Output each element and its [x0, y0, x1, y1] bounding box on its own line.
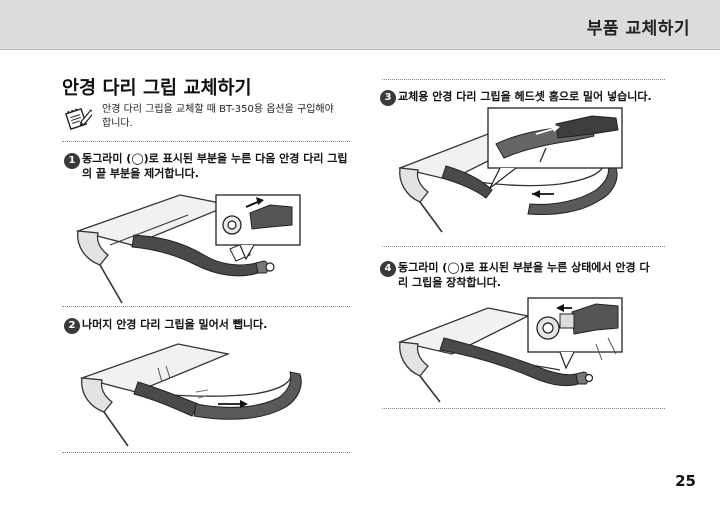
note-text-line-2: 합니다. — [102, 118, 133, 129]
step-1-number: 1 — [64, 153, 80, 169]
step-2-number: 2 — [64, 318, 80, 334]
step-1-illustration — [75, 194, 301, 304]
page-number: 25 — [675, 472, 696, 490]
step-4-text: 동그라미 (◯)로 표시된 부분을 누른 상태에서 안경 다 리 그립을 장착합… — [398, 260, 678, 290]
step-2-illustration — [79, 343, 302, 447]
divider — [62, 452, 350, 453]
step-3-number: 3 — [380, 90, 396, 106]
page-header-title: 부품 교체하기 — [586, 19, 690, 39]
divider — [382, 408, 665, 409]
step-1-text: 동그라미 (◯)로 표시된 부분을 누른 다음 안경 다리 그립 의 끝 부분을… — [82, 151, 357, 181]
note-text-line-1: 안경 다리 그립을 교체할 때 BT-350용 옵션을 구입해야 — [102, 104, 334, 115]
step-4-line-2: 리 그립을 장착합니다. — [398, 276, 501, 289]
divider — [62, 141, 350, 142]
step-3-text: 교체용 안경 다리 그립을 헤드셋 홈으로 밀어 넣습니다. — [398, 89, 678, 104]
divider — [382, 246, 665, 247]
step-2-text: 나머지 안경 다리 그립을 밀어서 뺍니다. — [82, 317, 357, 332]
section-title: 안경 다리 그립 교체하기 — [62, 78, 252, 99]
note-box: 안경 다리 그립을 교체할 때 BT-350용 옵션을 구입해야 합니다. — [62, 103, 352, 135]
step-3-illustration — [397, 107, 623, 233]
step-1-line-1: 동그라미 (◯)로 표시된 부분을 누른 다음 안경 다리 그립 — [82, 152, 348, 165]
step-4-number: 4 — [380, 261, 396, 277]
step-4-line-1: 동그라미 (◯)로 표시된 부분을 누른 상태에서 안경 다 — [398, 261, 650, 274]
header-band — [0, 0, 720, 50]
divider — [382, 79, 665, 80]
step-4-illustration — [397, 297, 623, 403]
note-pencil-icon — [65, 108, 92, 130]
step-2-line-1: 나머지 안경 다리 그립을 밀어서 뺍니다. — [82, 318, 268, 331]
step-1-line-2: 의 끝 부분을 제거합니다. — [82, 167, 199, 180]
divider — [62, 306, 350, 307]
step-3-line-1: 교체용 안경 다리 그립을 헤드셋 홈으로 밀어 넣습니다. — [398, 90, 652, 103]
